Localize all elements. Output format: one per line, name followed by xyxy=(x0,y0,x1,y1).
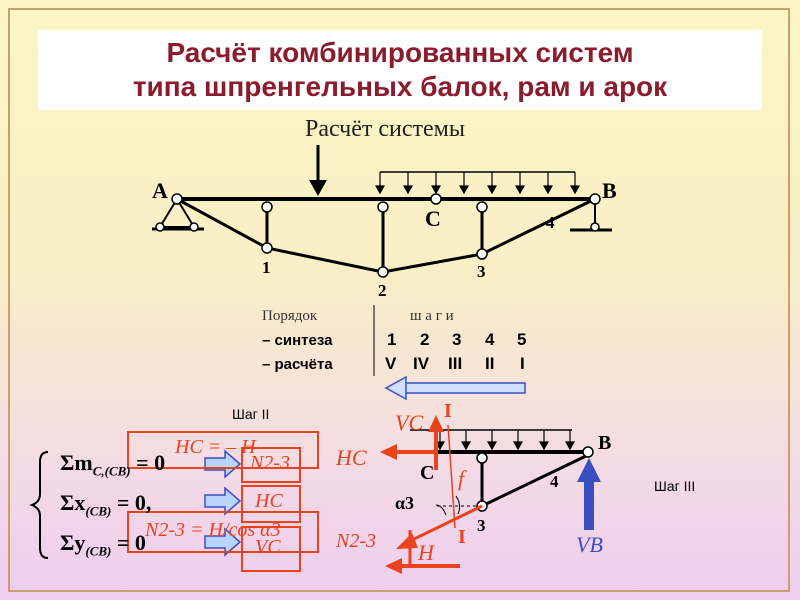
title-line-1: Расчёт комбинированных систем xyxy=(166,37,634,68)
step3-alpha: α3 xyxy=(395,493,415,513)
node-3: 3 xyxy=(477,262,486,281)
calc-step-2: II xyxy=(485,354,495,373)
synthesis-step-2: 2 xyxy=(420,330,430,349)
step3-b: B xyxy=(598,432,612,454)
section-line xyxy=(447,424,456,529)
vb-arrowhead xyxy=(577,458,601,482)
order-direction-arrow-body xyxy=(404,382,526,394)
label-c: C xyxy=(425,206,441,231)
order-direction-arrowhead xyxy=(384,375,407,401)
n23-arrowhead xyxy=(396,533,418,549)
h-arrowhead xyxy=(385,558,402,574)
vb-arrow-body xyxy=(584,478,594,530)
subtitle: Расчёт системы xyxy=(305,116,465,142)
synthesis-step-5: 5 xyxy=(517,330,527,349)
point-load-arrowhead xyxy=(309,180,327,196)
step3-alpha-arc xyxy=(455,495,461,515)
step3-node-3: 3 xyxy=(477,516,486,535)
step3-section-bottom: I xyxy=(458,526,466,548)
title-line-2: типа шпренгельных балок, рам и арок xyxy=(132,71,668,102)
n23-arrow-line xyxy=(407,504,483,544)
calc-step-5: V xyxy=(385,354,397,373)
result-boxes xyxy=(127,431,319,572)
label-a: A xyxy=(152,178,168,203)
step2-label: Шаг II xyxy=(232,406,270,422)
order-calc-label: – расчёта xyxy=(262,356,333,373)
step3-f-arc xyxy=(435,504,447,516)
step3-n23: N2-3 xyxy=(336,530,376,552)
step3-label: Шаг III xyxy=(654,478,696,494)
step3-h: H xyxy=(418,540,434,565)
label-b: B xyxy=(602,178,617,203)
synthesis-step-4: 4 xyxy=(485,330,495,349)
node-1: 1 xyxy=(262,258,271,277)
step3-node-4: 4 xyxy=(550,472,559,491)
slide-frame xyxy=(8,8,790,592)
calc-step-1: I xyxy=(520,354,525,373)
step3-diagonal xyxy=(481,453,589,508)
result-n23: N2-3 xyxy=(250,452,290,474)
step3-vb: VB xyxy=(576,532,603,557)
step3-hc: HC xyxy=(336,445,367,470)
result-vc: VC xyxy=(255,536,281,558)
overlay-hc-equals-h: HC = – H xyxy=(175,436,256,458)
calc-step-3: III xyxy=(448,354,463,373)
hc-arrowhead xyxy=(380,444,397,460)
step3-section-top: I xyxy=(444,400,452,422)
equation-moment: ΣmC,(CB) = 0 xyxy=(60,450,166,479)
node-4: 4 xyxy=(546,213,555,232)
synthesis-step-3: 3 xyxy=(452,330,462,349)
synthesis-step-1: 1 xyxy=(387,330,397,349)
step3-vc: VC xyxy=(395,410,424,435)
node-2: 2 xyxy=(378,281,387,300)
vc-arrowhead xyxy=(428,415,444,432)
step3-f: f xyxy=(458,466,465,491)
order-synthesis-label: – синтеза xyxy=(262,332,333,349)
overlay-n23-equals: N2-3 = H/cos α3 xyxy=(145,519,281,541)
equation-y: Σy(CB) = 0 xyxy=(60,530,146,559)
result-arrows xyxy=(204,449,242,557)
support-a-triangle xyxy=(158,197,196,228)
step3-load-arrows xyxy=(434,430,576,451)
order-header: Порядок xyxy=(262,308,318,324)
distributed-load-arrows xyxy=(374,172,581,195)
calc-step-4: IV xyxy=(413,354,430,373)
equations-brace xyxy=(29,451,49,559)
truss-hinges xyxy=(171,193,601,278)
equation-x: Σx(CB) = 0, xyxy=(60,490,152,519)
order-steps-header: ш а г и xyxy=(410,308,454,324)
slide-title: Расчёт комбинированных систем типа шпрен… xyxy=(38,30,762,110)
result-hc: HC xyxy=(255,490,283,512)
step3-c: C xyxy=(420,462,435,484)
